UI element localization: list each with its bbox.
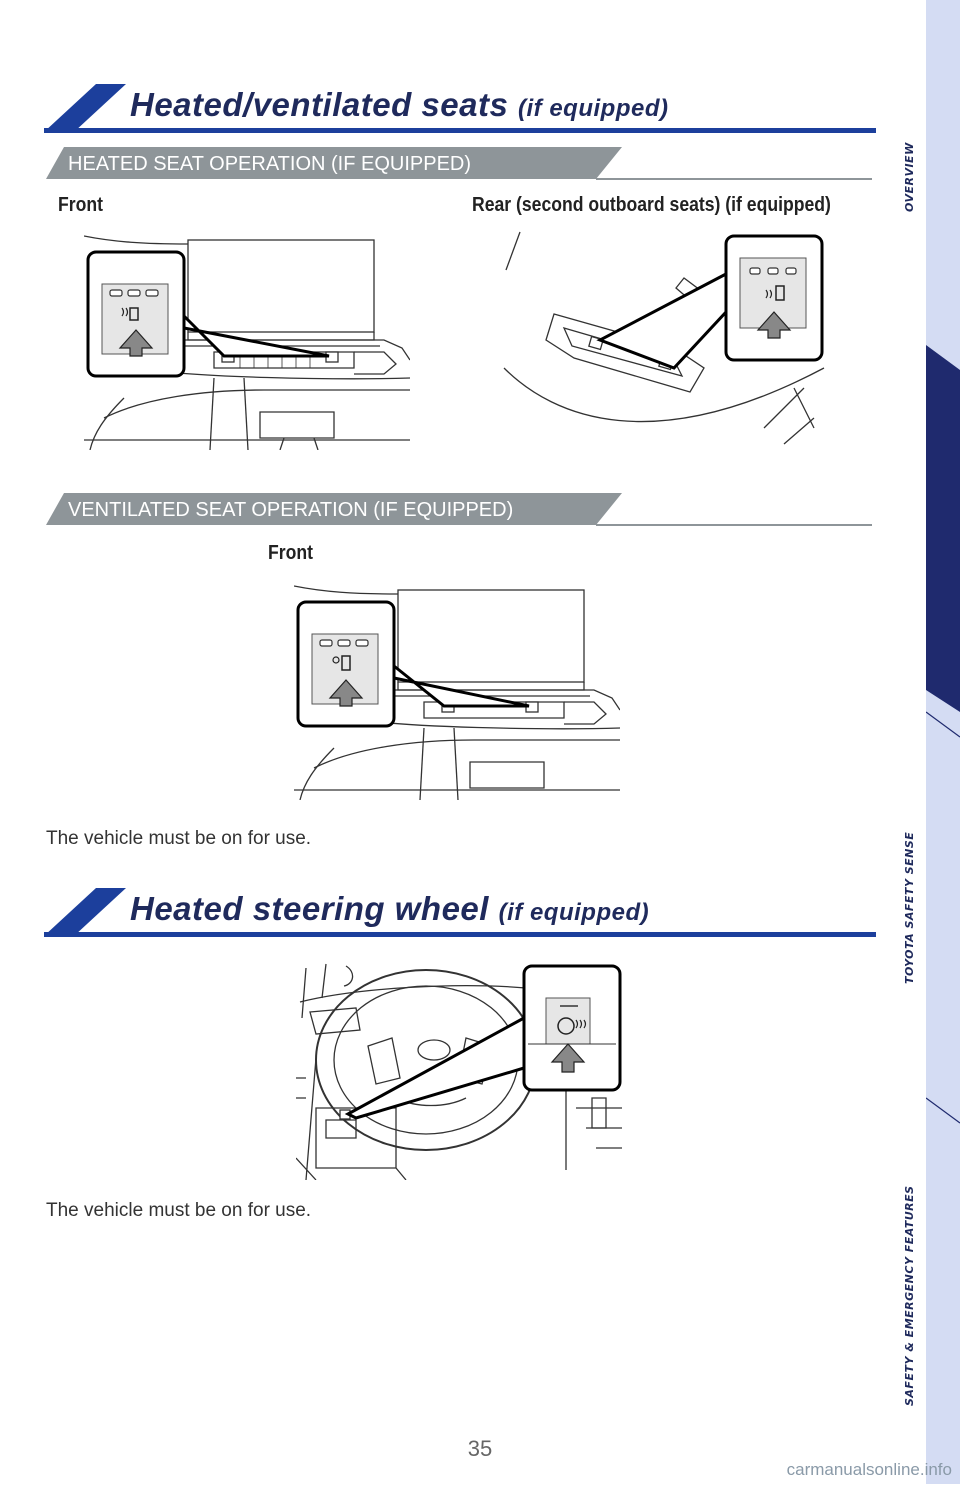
page-number: 35 xyxy=(467,1436,493,1461)
ventilated-seat-front-illustration xyxy=(294,585,620,800)
heated-steering-wheel-illustration xyxy=(296,963,622,1180)
watermark: carmanualsonline.info xyxy=(786,1460,952,1479)
subsection-bar-ventilated: VENTILATED SEAT OPERATION (IF EQUIPPED) xyxy=(46,493,872,529)
subsection-title: VENTILATED SEAT OPERATION (IF EQUIPPED) xyxy=(68,499,514,521)
section-title: Heated steering wheel (if equipped) xyxy=(130,890,649,928)
note-seats: The vehicle must be on for use. xyxy=(46,828,312,849)
subsection-bar-shape xyxy=(46,493,872,526)
caption-heated-rear: Rear (second outboard seats) (if equippe… xyxy=(472,194,831,216)
note-wheel: The vehicle must be on for use. xyxy=(46,1200,312,1221)
sidebar-tab-toyota-safety-sense[interactable]: TOYOTA SAFETY SENSE xyxy=(903,831,916,984)
sidebar-nav xyxy=(925,0,960,1484)
caption-heated-front: Front xyxy=(58,194,103,216)
section-header-stripe xyxy=(44,888,876,937)
section-title-text: Heated steering wheel xyxy=(130,890,489,927)
heated-seat-front-illustration xyxy=(84,235,410,450)
section-title-qualifier: (if equipped) xyxy=(498,899,650,926)
subsection-title: HEATED SEAT OPERATION (IF EQUIPPED) xyxy=(68,153,472,175)
subsection-bar-heated: HEATED SEAT OPERATION (IF EQUIPPED) xyxy=(46,147,872,183)
section-title-qualifier: (if equipped) xyxy=(518,95,669,122)
sidebar-tab-features-operations[interactable]: FEATURES & OPERATIONS xyxy=(903,448,916,618)
sidebar-background xyxy=(925,0,960,1484)
section-title: Heated/ventilated seats (if equipped) xyxy=(130,86,668,124)
section-header-stripe xyxy=(44,84,876,133)
heated-seat-rear-illustration xyxy=(503,231,825,445)
section-title-text: Heated/ventilated seats xyxy=(130,86,509,123)
sidebar-tab-safety-emergency[interactable]: SAFETY & EMERGENCY FEATURES xyxy=(903,1185,916,1406)
section-header-wheel: Heated steering wheel (if equipped) xyxy=(44,888,876,940)
subsection-bar-shape xyxy=(46,147,872,180)
section-header-seats: Heated/ventilated seats (if equipped) xyxy=(44,84,876,136)
caption-ventilated-front: Front xyxy=(268,542,313,564)
sidebar-tab-overview[interactable]: OVERVIEW xyxy=(903,142,916,212)
